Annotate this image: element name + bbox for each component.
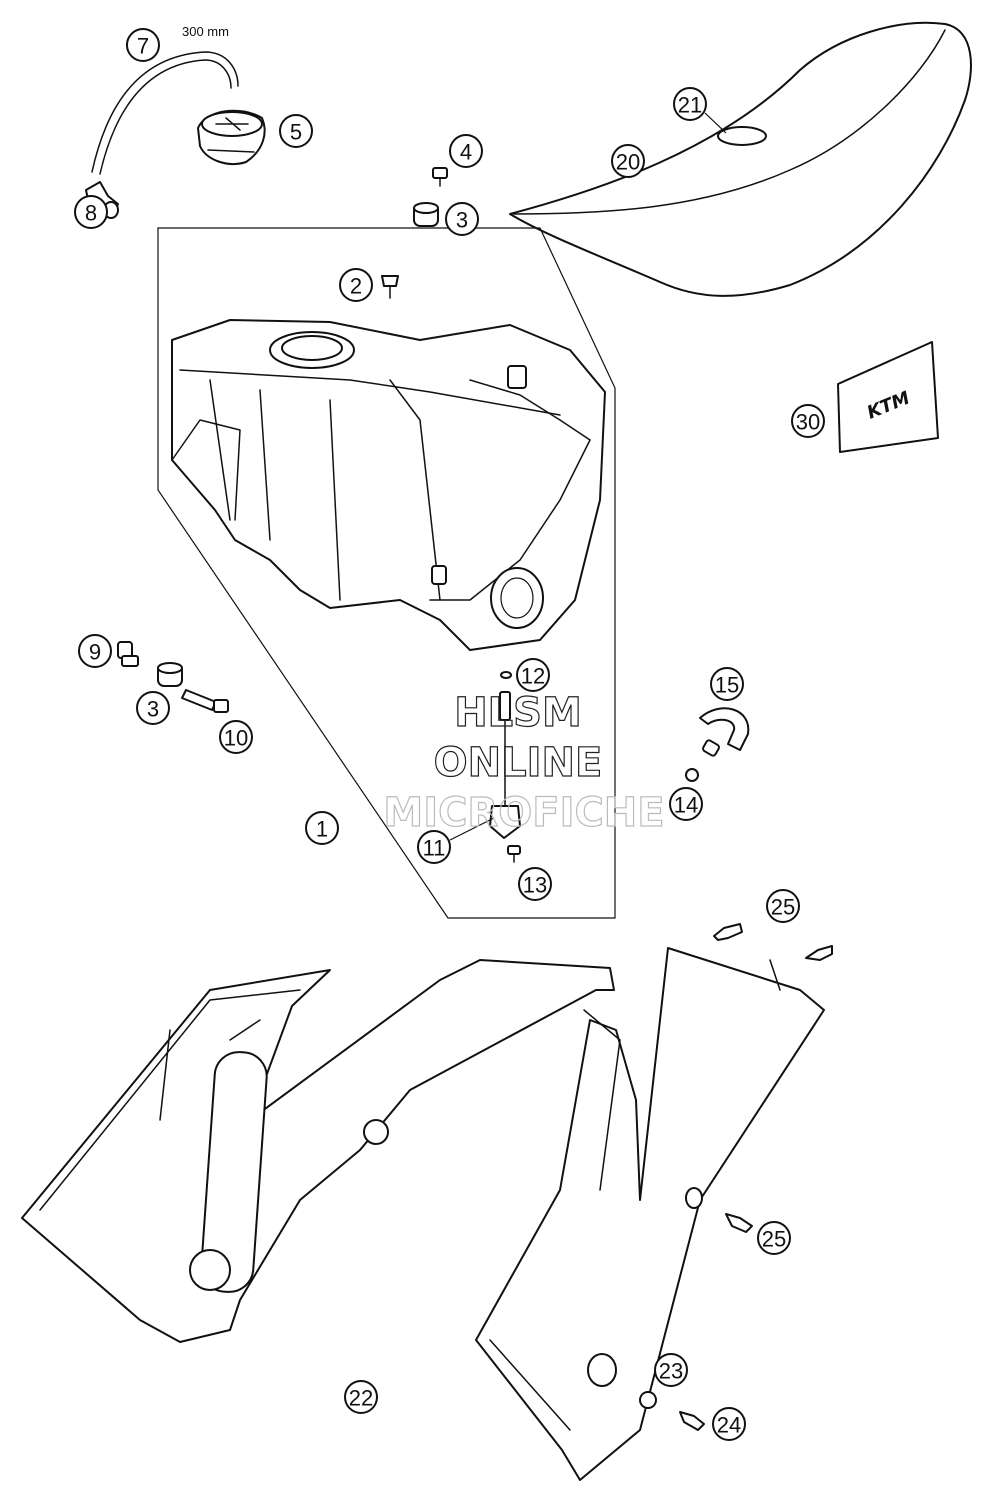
watermark-line-1: HLSM <box>454 690 582 736</box>
svg-text:22: 22 <box>349 1386 373 1411</box>
spacer-bushing-top <box>413 202 439 227</box>
callout-3-top: 3 <box>445 202 479 236</box>
callout-30: 30 <box>791 404 825 438</box>
svg-text:11: 11 <box>423 836 446 861</box>
fuel-tap <box>449 691 521 841</box>
svg-text:4: 4 <box>460 140 472 165</box>
svg-text:7: 7 <box>137 34 149 59</box>
callout-25-right: 25 <box>757 1221 791 1255</box>
screw-25-b <box>805 945 833 961</box>
callout-1: 1 <box>305 811 339 845</box>
svg-text:24: 24 <box>717 1413 741 1438</box>
svg-text:9: 9 <box>89 640 101 665</box>
callout-13: 13 <box>518 867 552 901</box>
spacer-bushing-left <box>157 662 183 687</box>
callout-8: 8 <box>74 195 108 229</box>
nut-23 <box>639 1391 657 1409</box>
screw-9 <box>117 641 139 667</box>
shroud-left <box>21 959 615 1343</box>
leader-21 <box>704 112 727 134</box>
svg-text:2: 2 <box>350 274 362 299</box>
screw-25-a <box>713 923 743 941</box>
svg-text:14: 14 <box>674 793 698 818</box>
callout-24: 24 <box>712 1407 746 1441</box>
callout-20: 20 <box>611 144 645 178</box>
callout-14: 14 <box>669 787 703 821</box>
screw-4 <box>432 167 448 187</box>
svg-text:25: 25 <box>762 1227 786 1252</box>
bolt-10 <box>181 689 229 713</box>
seat-cover-patch <box>717 126 767 146</box>
watermark-line-2: ONLINE <box>434 740 603 786</box>
svg-text:1: 1 <box>316 817 328 842</box>
svg-text:21: 21 <box>678 93 702 118</box>
callout-22: 22 <box>344 1380 378 1414</box>
callout-4: 4 <box>449 134 483 168</box>
fuel-tank <box>171 319 606 651</box>
callout-7: 7 <box>126 28 160 62</box>
callout-12: 12 <box>516 658 550 692</box>
hose-length-label: 300 mm <box>182 24 229 39</box>
watermark: HLSM ONLINE MICROFICHE <box>383 689 665 836</box>
fuel-cap <box>197 109 266 165</box>
svg-text:3: 3 <box>147 697 159 722</box>
svg-text:30: 30 <box>796 410 820 435</box>
callout-10: 10 <box>219 720 253 754</box>
ktm-decal: KTM <box>837 341 939 453</box>
hose-15 <box>699 707 750 757</box>
svg-text:3: 3 <box>456 208 468 233</box>
callout-5: 5 <box>279 114 313 148</box>
fuel-tank-group-outline <box>157 227 616 919</box>
svg-text:10: 10 <box>224 726 248 751</box>
o-ring-12 <box>500 671 512 679</box>
callout-23: 23 <box>654 1353 688 1387</box>
callout-25-top: 25 <box>766 889 800 923</box>
screw-24 <box>679 1411 705 1431</box>
callout-21: 21 <box>673 87 707 121</box>
callout-11: 11 <box>417 830 451 864</box>
svg-text:20: 20 <box>616 150 640 175</box>
svg-text:25: 25 <box>771 895 795 920</box>
shroud-right <box>475 947 825 1481</box>
callout-9: 9 <box>78 634 112 668</box>
callout-15: 15 <box>710 667 744 701</box>
callout-3-left: 3 <box>136 691 170 725</box>
seat <box>509 21 972 297</box>
svg-text:5: 5 <box>290 120 302 145</box>
svg-text:13: 13 <box>523 873 547 898</box>
hose-clamp <box>685 768 699 782</box>
svg-text:23: 23 <box>659 1359 683 1384</box>
screw-2 <box>381 275 399 299</box>
breather-hose <box>91 51 239 175</box>
screw-25-c <box>725 1213 753 1233</box>
svg-text:15: 15 <box>715 673 739 698</box>
callout-2: 2 <box>339 268 373 302</box>
svg-text:8: 8 <box>85 201 97 226</box>
watermark-line-3: MICROFICHE <box>383 790 664 836</box>
screw-13 <box>507 845 521 863</box>
svg-text:12: 12 <box>521 664 545 689</box>
